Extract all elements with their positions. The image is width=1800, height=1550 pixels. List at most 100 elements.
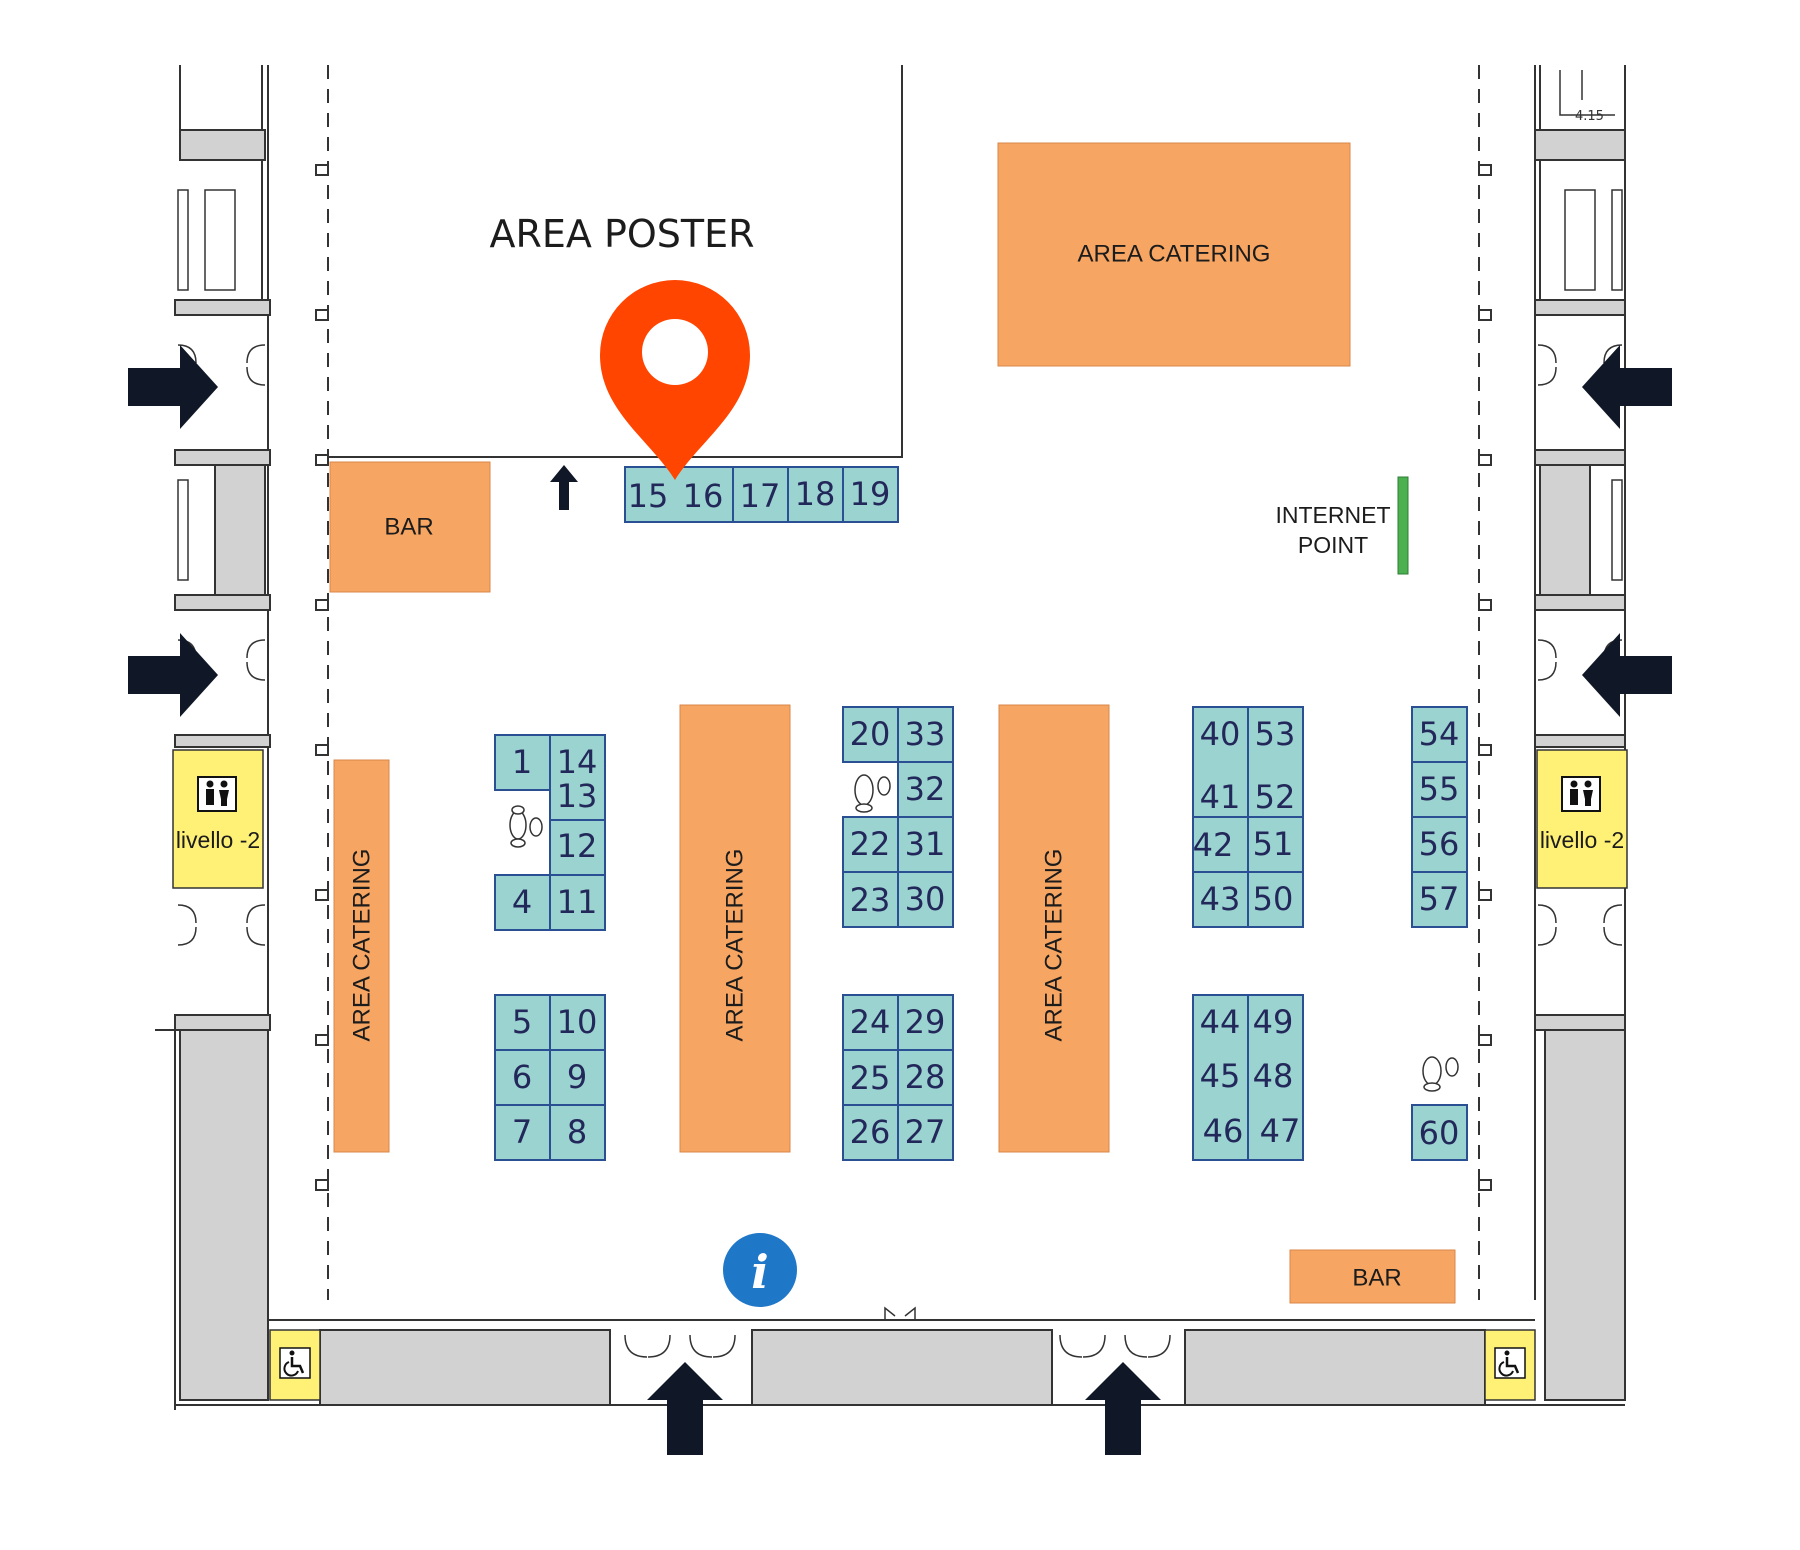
stand-54[interactable]: 54: [1411, 706, 1468, 763]
stand-28[interactable]: 28: [897, 1049, 954, 1106]
stand-56[interactable]: 56: [1411, 816, 1468, 873]
stand-11[interactable]: 11: [549, 874, 606, 931]
stand-51[interactable]: 51: [1247, 816, 1304, 873]
footsteps-icon: [854, 774, 891, 813]
stand-9[interactable]: 9: [549, 1049, 606, 1106]
stand-number: 29: [905, 1003, 946, 1041]
stand-4[interactable]: 4: [494, 874, 551, 931]
area-poster-label: AREA POSTER: [489, 212, 754, 256]
bar-label: BAR: [384, 514, 433, 541]
stand-number: 52: [1255, 778, 1296, 816]
location-pin-icon[interactable]: [600, 280, 750, 480]
area-catering-label: AREA CATERING: [349, 849, 376, 1042]
entrance-arrow-icon: [550, 465, 578, 510]
stand-number: 57: [1419, 880, 1460, 918]
stand-60[interactable]: 60: [1411, 1104, 1468, 1161]
stand-27[interactable]: 27: [897, 1104, 954, 1161]
stand-number: 54: [1419, 715, 1460, 753]
area-poster: AREA POSTER: [328, 65, 903, 458]
stand-6[interactable]: 6: [494, 1049, 551, 1106]
stand-number: 16: [683, 477, 724, 515]
restroom-right: livello -2: [1536, 749, 1628, 889]
stand-number: 26: [850, 1113, 891, 1151]
stand-30[interactable]: 30: [897, 871, 954, 928]
stand-24[interactable]: 24: [842, 994, 899, 1051]
footsteps-icon: [509, 805, 543, 848]
stand-50[interactable]: 50: [1247, 871, 1304, 928]
stand-number: 56: [1419, 825, 1460, 863]
stand-20[interactable]: 20: [842, 706, 899, 763]
stand-10[interactable]: 10: [549, 994, 606, 1051]
stand-14-13[interactable]: 14 13: [549, 734, 606, 821]
restroom-left: livello -2: [172, 749, 264, 889]
restroom-icon: [197, 776, 237, 812]
stand-number: 4: [512, 883, 532, 921]
stand-number: 33: [905, 715, 946, 753]
stand-5[interactable]: 5: [494, 994, 551, 1051]
stand-53-52[interactable]: 53 52: [1247, 706, 1304, 818]
stand-33[interactable]: 33: [897, 706, 954, 763]
stand-12[interactable]: 12: [549, 819, 606, 876]
stand-19[interactable]: 19: [842, 466, 899, 523]
area-catering-top: AREA CATERING: [997, 142, 1351, 367]
stand-40-41[interactable]: 40 41: [1192, 706, 1249, 818]
stand-55[interactable]: 55: [1411, 761, 1468, 818]
entrance-arrow-icon: [128, 345, 218, 429]
internet-point-label-1: INTERNET: [1276, 502, 1391, 528]
stand-25[interactable]: 25: [842, 1049, 899, 1106]
stand-number: 18: [795, 475, 836, 513]
stand-number: 43: [1200, 880, 1241, 918]
stand-number: 17: [740, 477, 781, 515]
stand-15-16[interactable]: 15 16: [624, 466, 734, 523]
bar-label: BAR: [1352, 1265, 1401, 1292]
stand-number: 6: [512, 1058, 532, 1096]
stand-29[interactable]: 29: [897, 994, 954, 1051]
stand-26[interactable]: 26: [842, 1104, 899, 1161]
stand-number: 60: [1419, 1114, 1460, 1152]
area-catering-center-left: AREA CATERING: [679, 704, 791, 1153]
building-walls: 4.15: [155, 65, 1626, 1410]
stand-number: 40: [1200, 715, 1241, 753]
stand-number: 49: [1253, 1003, 1294, 1041]
accessible-toilet-left: [269, 1329, 321, 1401]
stand-17[interactable]: 17: [732, 466, 789, 523]
stand-1[interactable]: 1: [494, 734, 551, 791]
stand-number: 41: [1200, 778, 1241, 816]
stand-number: 7: [512, 1113, 532, 1151]
stand-49-47[interactable]: 49 48 47: [1247, 994, 1304, 1161]
accessible-toilet-right: [1484, 1329, 1536, 1401]
info-icon[interactable]: i: [723, 1233, 797, 1307]
entrance-arrow-icon: [1582, 345, 1672, 429]
stand-23[interactable]: 23: [842, 871, 899, 928]
stand-number: 50: [1253, 880, 1294, 918]
stand-57[interactable]: 57: [1411, 871, 1468, 928]
stand-7[interactable]: 7: [494, 1104, 551, 1161]
stand-42[interactable]: 42: [1192, 816, 1249, 873]
stand-number: 32: [905, 770, 946, 808]
stand-number: 22: [850, 825, 891, 863]
stand-number: 48: [1253, 1057, 1294, 1095]
stand-8[interactable]: 8: [549, 1104, 606, 1161]
stand-18[interactable]: 18: [787, 466, 844, 523]
stand-44-46[interactable]: 44 45 46: [1192, 994, 1249, 1161]
stand-number: 9: [567, 1058, 587, 1096]
stand-43[interactable]: 43: [1192, 871, 1249, 928]
entrance-arrow-icon: [128, 633, 218, 717]
column-grid: [315, 65, 1492, 1300]
footsteps-icon: [1422, 1056, 1459, 1092]
stand-number: 11: [557, 883, 598, 921]
stand-22[interactable]: 22: [842, 816, 899, 873]
stand-number: 27: [905, 1113, 946, 1151]
stand-number: 25: [850, 1059, 891, 1097]
stand-number: 5: [512, 1003, 532, 1041]
stand-number: 1: [512, 743, 532, 781]
stand-32[interactable]: 32: [897, 761, 954, 818]
area-catering-left: AREA CATERING: [333, 759, 390, 1153]
internet-point-label-2: POINT: [1298, 532, 1368, 558]
stand-31[interactable]: 31: [897, 816, 954, 873]
stand-number: 24: [850, 1003, 891, 1041]
entrance-arrow-icon: [1582, 633, 1672, 717]
stand-number: 53: [1255, 715, 1296, 753]
area-catering-label: AREA CATERING: [1041, 849, 1068, 1042]
